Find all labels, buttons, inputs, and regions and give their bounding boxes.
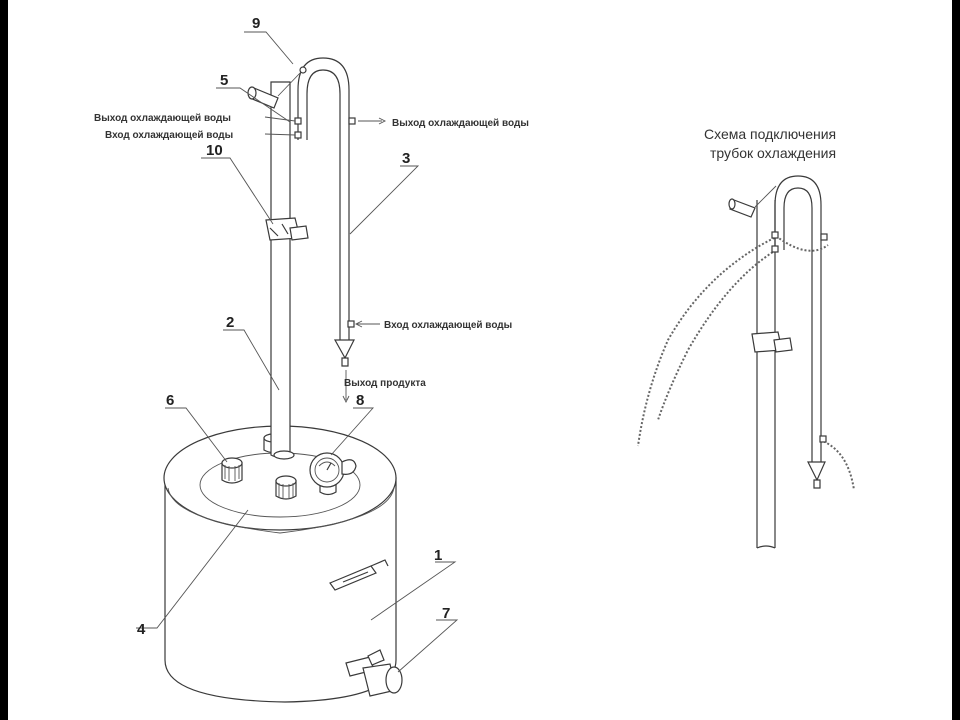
- drain-valve: [345, 649, 403, 697]
- callout-lines: [136, 31, 459, 673]
- callout-7: 7: [442, 605, 450, 622]
- cooling-nozzles: [294, 117, 356, 328]
- lid-fitting-center: [275, 475, 297, 500]
- callout-1: 1: [434, 547, 442, 564]
- inset-clamp: [751, 331, 793, 353]
- label-product-outlet: Выход продукта: [344, 378, 426, 389]
- inset-nozzles: [771, 231, 828, 443]
- label-condenser-water-outlet: Выход охлаждающей воды: [392, 118, 529, 129]
- lid-fitting-left: [221, 457, 243, 484]
- callout-10: 10: [206, 142, 223, 159]
- u-bend-pipe: [297, 57, 350, 340]
- callout-5: 5: [220, 72, 228, 89]
- label-cooling-water-inlet: Вход охлаждающей воды: [105, 130, 233, 141]
- inset-caption-line2: трубок охлаждения: [710, 145, 836, 161]
- column-clamp: [265, 217, 309, 241]
- inset-caption-line1: Схема подключения: [704, 126, 836, 142]
- top-plug: [247, 66, 307, 109]
- flow-arrows: [264, 116, 387, 404]
- diagram-sheet: 9 5 10 3 2 6 8 4 1 7 Выход охлаждающей в…: [8, 0, 952, 720]
- callout-2: 2: [226, 314, 234, 331]
- callout-8: 8: [356, 392, 364, 409]
- vessel-handle: [329, 559, 389, 591]
- condenser-outlet: [333, 339, 355, 367]
- callout-4: 4: [137, 621, 146, 638]
- callout-6: 6: [166, 392, 174, 409]
- distiller-diagram: 9 5 10 3 2 6 8 4 1 7 Выход охлаждающей в…: [94, 15, 855, 703]
- label-cooling-water-outlet: Выход охлаждающей воды: [94, 113, 231, 124]
- inset-column: [756, 200, 776, 549]
- inset-u-bend: [774, 175, 826, 489]
- label-condenser-water-inlet: Вход охлаждающей воды: [384, 320, 512, 331]
- thermometer-gauge: [309, 452, 357, 496]
- column-tube: [270, 81, 295, 460]
- callout-9: 9: [252, 15, 260, 32]
- inset-plug: [728, 185, 777, 218]
- callout-3: 3: [402, 150, 410, 167]
